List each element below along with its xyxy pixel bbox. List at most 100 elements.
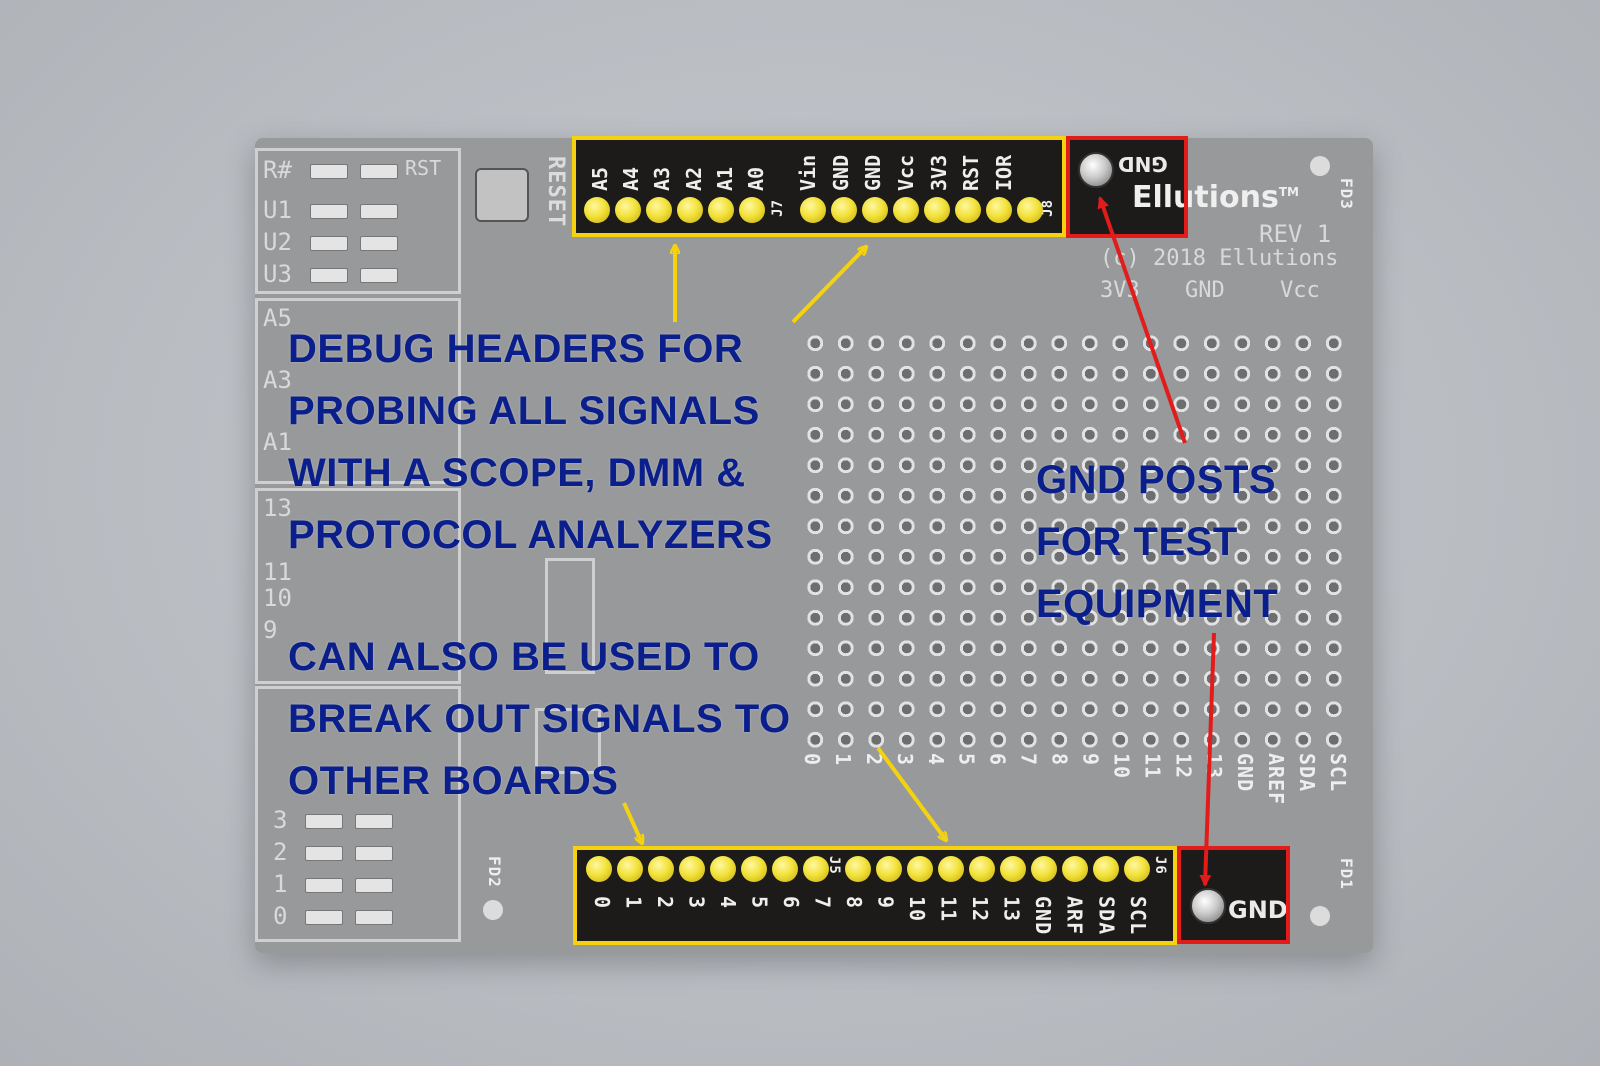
- right-digital-label: 5: [954, 753, 979, 767]
- header-pin: [1031, 856, 1057, 882]
- fiducial-label-fd3: FD3: [1337, 178, 1356, 210]
- header-pin: [876, 856, 902, 882]
- right-digital-label: GND: [1233, 753, 1258, 793]
- led-pad: [360, 236, 398, 251]
- bottom-label: 1: [621, 896, 646, 910]
- right-digital-label: 8: [1047, 753, 1072, 767]
- header-pin: [584, 197, 610, 223]
- header-pin: [1124, 856, 1150, 882]
- digital-led-panel: [255, 488, 461, 684]
- caption-line: FOR TEST: [1036, 520, 1238, 564]
- header-pin: [708, 197, 734, 223]
- right-digital-label: 0: [800, 753, 824, 767]
- bottom-label: 4: [716, 896, 741, 910]
- header-pin: [1062, 856, 1088, 882]
- left-panel-label-u1: U1: [263, 196, 292, 224]
- copyright-label: (c) 2018 Ellutions: [1100, 246, 1339, 271]
- header-pin: [803, 856, 829, 882]
- right-digital-label: 10: [1109, 753, 1134, 780]
- digital-label-2: 2: [273, 838, 288, 866]
- bottom-label: 3: [684, 896, 709, 910]
- caption-line: BREAK OUT SIGNALS TO: [288, 697, 791, 741]
- led-pad: [305, 910, 343, 925]
- header-pin: [831, 197, 857, 223]
- right-digital-label: 6: [985, 753, 1010, 767]
- caption-line: OTHER BOARDS: [288, 759, 619, 803]
- right-digital-label: 2: [861, 753, 886, 767]
- digital-label-10: 10: [263, 584, 292, 612]
- rail-label-vcc: Vcc: [1280, 278, 1320, 303]
- top-header-highlight: [572, 136, 1066, 237]
- led-pad: [310, 236, 348, 251]
- header-pin: [1093, 856, 1119, 882]
- gnd-post: [1190, 888, 1226, 924]
- right-digital-label: 13: [1202, 753, 1227, 780]
- bottom-label: 8: [842, 896, 867, 910]
- header-pin: [862, 197, 888, 223]
- header-pin: [1000, 856, 1026, 882]
- top-gnd-highlight: [1066, 136, 1188, 238]
- header-pin: [646, 197, 672, 223]
- right-digital-label: SDA: [1295, 753, 1319, 793]
- bottom-label: 5: [747, 896, 772, 910]
- digital-label-3: 3: [273, 806, 288, 834]
- led-pad: [355, 814, 393, 829]
- led-pad: [355, 878, 393, 893]
- bottom-gnd-label: GND: [1228, 896, 1288, 924]
- fiducial-label-fd2: FD2: [485, 856, 504, 888]
- analog-label-a3: A3: [263, 366, 292, 394]
- header-pin: [648, 856, 674, 882]
- caption-line: GND POSTS: [1036, 458, 1277, 502]
- header-pin: [845, 856, 871, 882]
- led-pad: [305, 846, 343, 861]
- header-pin: [772, 856, 798, 882]
- bottom-label: SDA: [1094, 896, 1119, 936]
- header-pin: [986, 197, 1012, 223]
- header-pin: [893, 197, 919, 223]
- header-pin: [907, 856, 933, 882]
- caption-line: PROTOCOL ANALYZERS: [288, 513, 773, 557]
- rail-label-gnd: GND: [1185, 278, 1225, 303]
- bottom-label: 9: [873, 896, 898, 910]
- led-pad: [310, 268, 348, 283]
- led-pad: [355, 910, 393, 925]
- bottom-digital-labels: 0 1 2 3 4 5 6 7 8 9 10 11 12 13 GND ARF …: [590, 896, 1150, 940]
- fiducial: [1310, 156, 1330, 176]
- header-pin: [955, 197, 981, 223]
- ic-chip: [545, 558, 595, 674]
- bottom-gnd-highlight: [1177, 846, 1290, 944]
- caption-line: CAN ALSO BE USED TO: [288, 635, 760, 679]
- right-digital-label: 12: [1171, 753, 1196, 780]
- header-pin: [615, 197, 641, 223]
- fiducial-label-fd1: FD1: [1337, 858, 1356, 890]
- left-panel-label-u2: U2: [263, 228, 292, 256]
- brand-trademark: TM: [1278, 185, 1300, 199]
- bottom-label: SCL: [1125, 896, 1150, 936]
- left-panel-label-rnum: R#: [263, 156, 292, 184]
- bottom-label: 6: [779, 896, 804, 910]
- reset-label: RESET: [543, 156, 568, 228]
- left-led-panel-top: [255, 148, 461, 294]
- led-pad: [355, 846, 393, 861]
- bottom-label: 10: [905, 896, 930, 923]
- header-pin: [800, 197, 826, 223]
- digital-label-11: 11: [263, 558, 292, 586]
- caption-line: DEBUG HEADERS FOR: [288, 327, 744, 371]
- left-panel-label-u3: U3: [263, 260, 292, 288]
- header-pin: [710, 856, 736, 882]
- header-pin: [679, 856, 705, 882]
- analog-label-a1: A1: [263, 428, 292, 456]
- analog-led-panel: [255, 298, 461, 484]
- caption-line: EQUIPMENT: [1036, 582, 1279, 626]
- caption-line: WITH A SCOPE, DMM &: [288, 451, 746, 495]
- left-panel-label-rst: RST: [405, 156, 442, 180]
- header-pin: [924, 197, 950, 223]
- led-pad: [305, 814, 343, 829]
- led-pad: [310, 164, 348, 179]
- bottom-label: 13: [999, 896, 1024, 923]
- right-digital-label: 9: [1078, 753, 1103, 767]
- right-digital-label: 4: [923, 753, 948, 767]
- bottom-label: 2: [653, 896, 678, 910]
- right-digital-label: 3: [892, 753, 917, 767]
- digital-label-0: 0: [273, 902, 288, 930]
